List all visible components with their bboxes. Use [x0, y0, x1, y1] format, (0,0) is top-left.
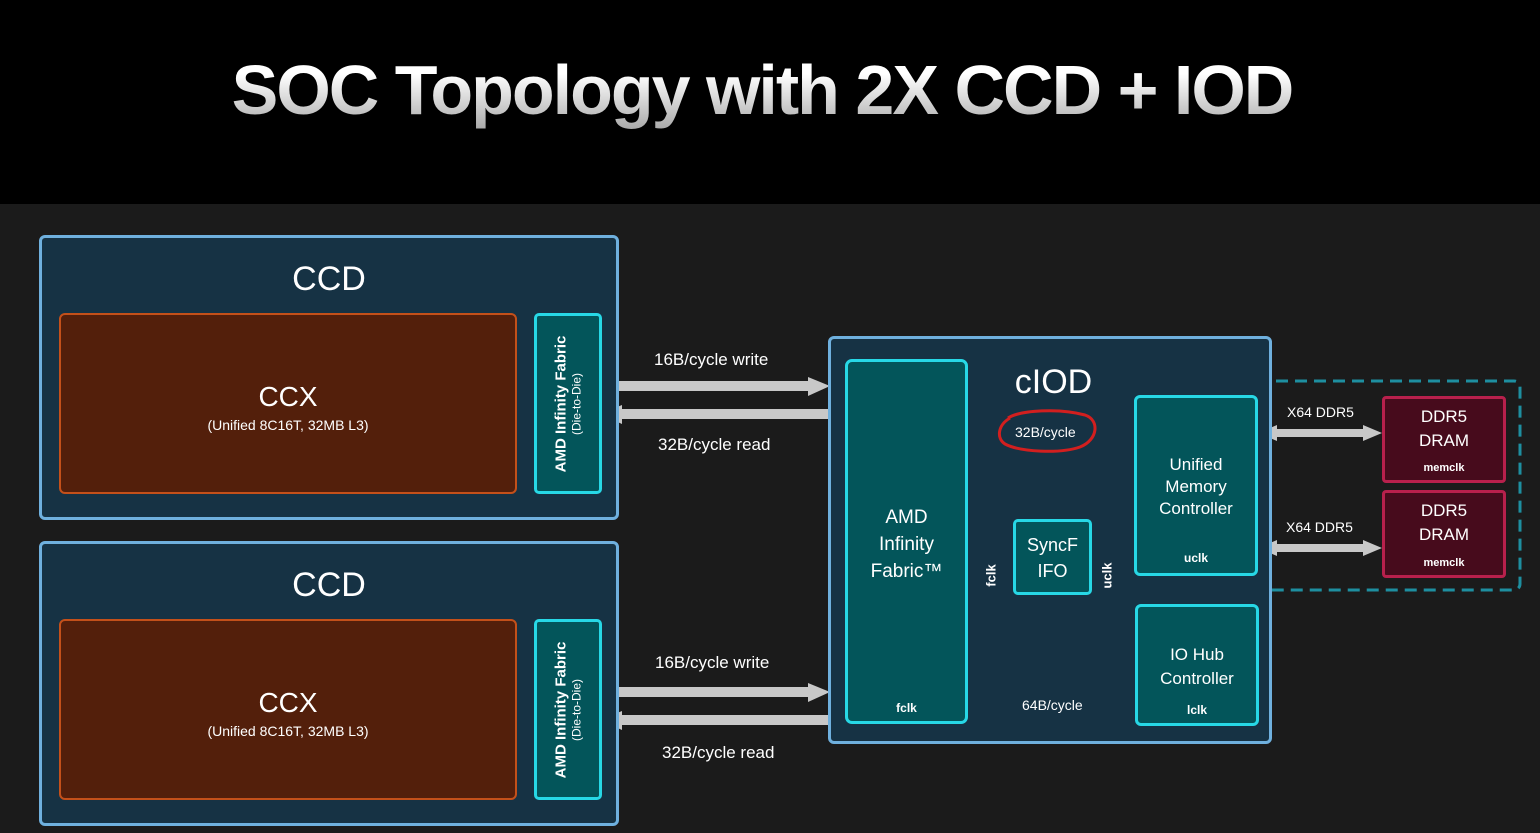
syncfifo-line-2: IFO [1037, 561, 1068, 581]
dram-1-line-2: DRAM [1418, 525, 1470, 544]
ccx-1-label: CCX [258, 687, 318, 718]
ccx-1-detail: (Unified 8C16T, 32MB L3) [207, 723, 369, 739]
iohub-clock: lclk [1186, 703, 1207, 717]
ccd-0-infinity-fabric: AMD Infinity Fabric (Die-to-Die) [534, 313, 602, 494]
ccd-1-read-label: 32B/cycle read [662, 743, 775, 762]
umc-dram-1-arrow [1258, 540, 1382, 556]
ccd-0-write-label: 16B/cycle write [654, 350, 769, 369]
ccd-0-fabric-label: AMD Infinity Fabric [552, 335, 570, 472]
iohub-line-1: IO Hub [1170, 645, 1224, 664]
ccd-0-label: CCD [292, 260, 366, 298]
iohub-line-2: Controller [1160, 669, 1234, 688]
ccd-1-write-arrow [601, 683, 830, 702]
ccd-1-label: CCD [292, 566, 366, 604]
ccd-0-read-label: 32B/cycle read [658, 435, 771, 454]
slide-title: SOC Topology with 2X CCD + IOD [0, 50, 1524, 130]
ccd-1-fabric-label: AMD Infinity Fabric [552, 641, 570, 778]
syncfifo: SyncF IFO [1013, 519, 1092, 595]
ccd-0-fabric-sublabel: (Die-to-Die) [569, 372, 584, 435]
ccx-1: CCX (Unified 8C16T, 32MB L3) [59, 619, 517, 800]
io-hub-controller: IO Hub Controller lclk [1135, 604, 1259, 726]
unified-memory-controller: Unified Memory Controller uclk [1134, 395, 1258, 576]
umc-clock: uclk [1183, 551, 1208, 565]
syncfifo-line-1: SyncF [1026, 535, 1078, 555]
ccd-0: CCD CCX (Unified 8C16T, 32MB L3) AMD Inf… [39, 235, 619, 520]
ccx-0: CCX (Unified 8C16T, 32MB L3) [59, 313, 517, 494]
ccx-0-detail: (Unified 8C16T, 32MB L3) [207, 417, 369, 433]
umc-line-3: Controller [1159, 499, 1233, 518]
dram-0-line-1: DDR5 [1420, 407, 1468, 426]
ciod-fabric-line-3: Fabric™ [870, 561, 943, 582]
ciod-label: cIOD [1014, 363, 1093, 401]
umc-line-1: Unified [1169, 455, 1223, 474]
ccd-1-infinity-fabric: AMD Infinity Fabric (Die-to-Die) [534, 619, 602, 800]
ccx-0-label: CCX [258, 381, 318, 412]
umc-line-2: Memory [1165, 477, 1227, 496]
ciod-infinity-fabric: AMD Infinity Fabric™ fclk [845, 359, 968, 724]
ddr5-dram-1: DDR5 DRAM memclk [1382, 490, 1506, 578]
syncfifo-out-clock: uclk [1099, 562, 1115, 589]
umc-dram-0-arrow [1258, 425, 1382, 441]
dram-0-link-label: X64 DDR5 [1287, 404, 1354, 420]
dram-1-clock: memclk [1423, 557, 1465, 569]
ccd-0-write-arrow [601, 377, 830, 396]
dram-0-line-2: DRAM [1418, 431, 1470, 450]
ddr5-dram-0: DDR5 DRAM memclk [1382, 396, 1506, 483]
ccd-1-fabric-sublabel: (Die-to-Die) [569, 678, 584, 741]
ciod-fabric-line-1: AMD [885, 507, 928, 528]
slide-header: SOC Topology with 2X CCD + IOD [0, 0, 1540, 204]
syncfifo-in-clock: fclk [983, 564, 999, 587]
dram-1-line-1: DDR5 [1420, 501, 1468, 520]
ccd-1-write-label: 16B/cycle write [655, 653, 770, 672]
ccd-0-read-arrow [600, 405, 830, 424]
ciod-fabric-clock: fclk [896, 701, 917, 715]
dram-0-clock: memclk [1423, 462, 1465, 474]
umc-link-label: 32B/cycle [1015, 424, 1076, 440]
iohub-link-label: 64B/cycle [1022, 697, 1083, 713]
ccd-1-read-arrow [600, 711, 830, 730]
ccd-1: CCD CCX (Unified 8C16T, 32MB L3) AMD Inf… [39, 541, 619, 826]
dram-1-link-label: X64 DDR5 [1286, 519, 1353, 535]
ciod-fabric-line-2: Infinity [879, 534, 934, 555]
